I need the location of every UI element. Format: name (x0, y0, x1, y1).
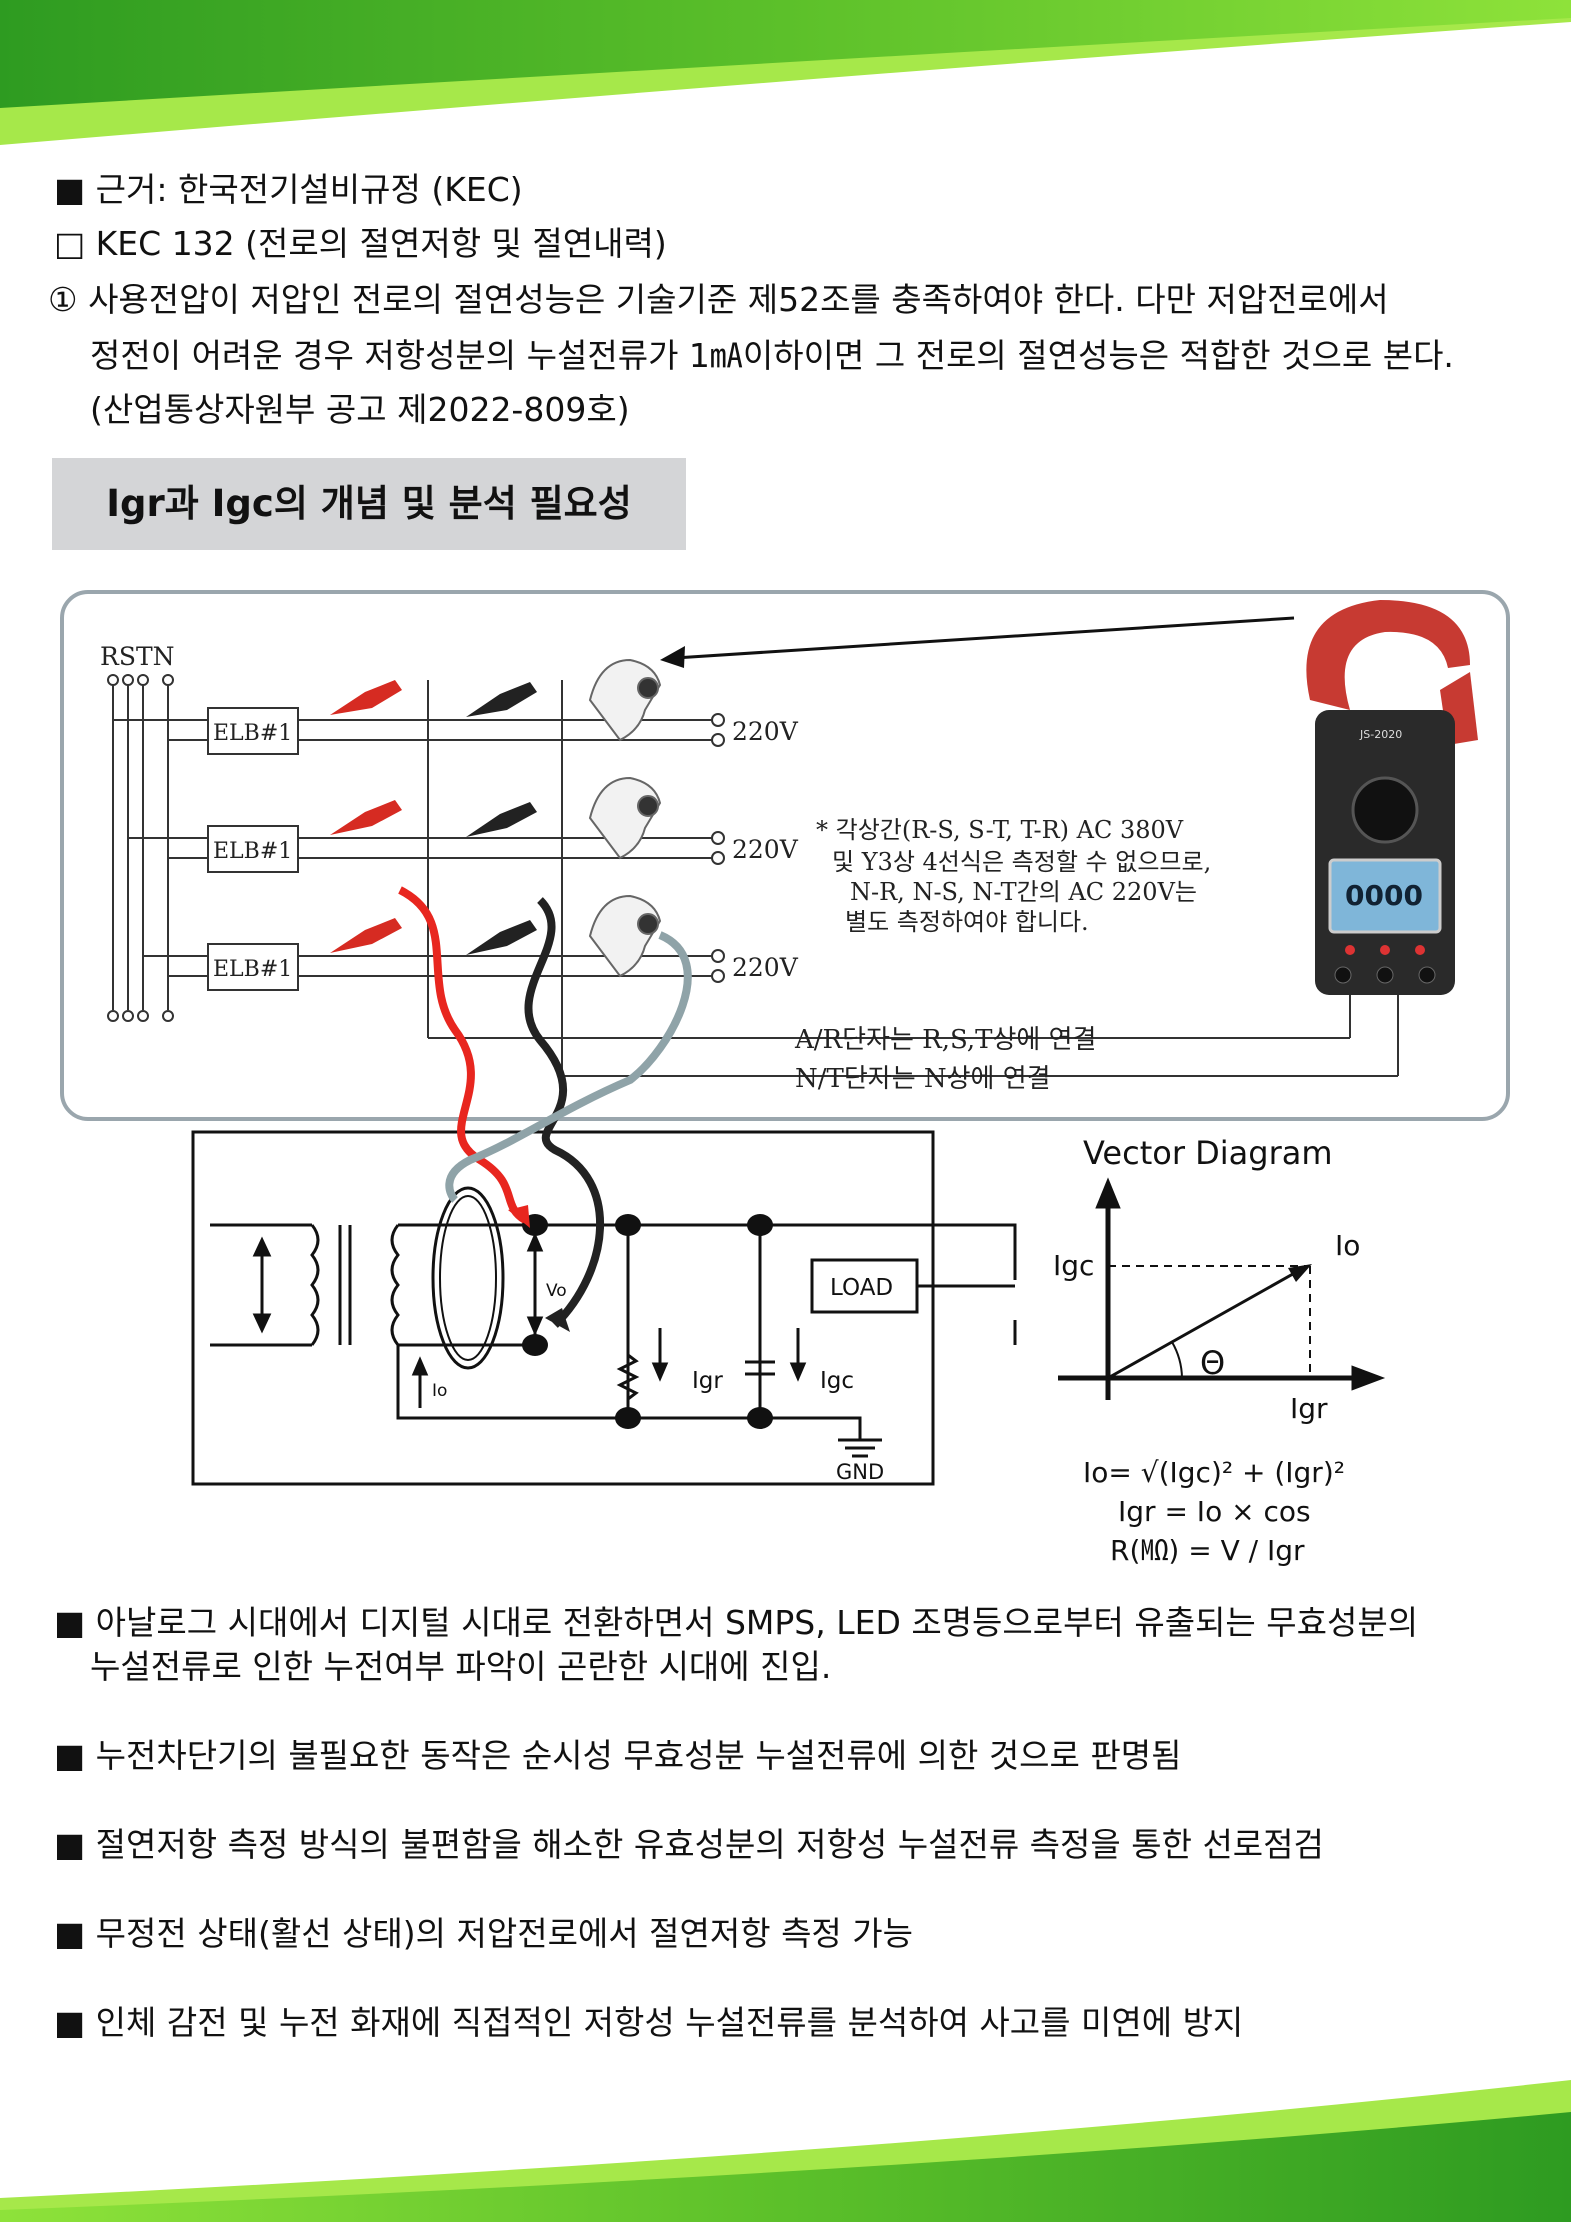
section-title: Igr과 Igc의 개념 및 분석 필요성 (106, 482, 632, 525)
note-line-2: 및 Y3상 4선식은 측정할 수 없으므로, (832, 848, 1211, 876)
bullet-3: ■ 절연저항 측정 방식의 불편함을 해소한 유효성분의 저항성 누설전류 측정… (54, 1825, 1324, 1864)
nt-label: N/T단자는 N상에 연결 (795, 1064, 1051, 1094)
bullet-1-line-2: 누설전류로 인한 누전여부 파악이 곤란한 시대에 진입. (90, 1647, 832, 1686)
igc-label: Igc (820, 1368, 854, 1394)
clause-line-1: ① 사용전압이 저압인 전로의 절연성능은 기술기준 제52조를 충족하여야 한… (48, 280, 1389, 319)
circuit-row-3 (143, 943, 725, 991)
formula-1: Io= √(Igc)² + (Igr)² (1083, 1456, 1345, 1489)
clause-line-3: (산업통상자원부 공고 제2022-809호) (90, 390, 630, 429)
circuit-nodes (522, 1214, 773, 1429)
breaker-label-3: ELB#1 (213, 957, 292, 982)
bus-bars (107, 674, 174, 1022)
clamp-sensor-icon (588, 658, 662, 978)
ct-ring-icon (431, 1186, 505, 1370)
bullet-5: ■ 인체 감전 및 누전 화재에 직접적인 저항성 누설전류를 분석하여 사고를… (54, 2003, 1244, 2042)
note-line-1: * 각상간(R-S, S-T, T-R) AC 380V (816, 816, 1184, 844)
vector-io: Io (1335, 1229, 1360, 1262)
wiring-diagram: RSTN ELB#1 220V ELB#1 220V ELB#1 (60, 590, 1510, 1567)
circuit-row-1 (113, 707, 725, 755)
vector-theta: Θ (1200, 1344, 1225, 1382)
load-label: LOAD (830, 1275, 893, 1301)
circuit-box (191, 1130, 935, 1486)
vector-title: Vector Diagram (1083, 1134, 1333, 1172)
top-banner (0, 0, 1571, 145)
red-clip-icon (330, 680, 402, 953)
vector-igc: Igc (1053, 1249, 1094, 1282)
circuit-row-2 (128, 825, 725, 873)
grey-lead-icon (445, 931, 692, 1203)
capacitor-icon (745, 1360, 775, 1376)
phase-labels: RSTN (100, 642, 175, 671)
red-lead-icon (398, 886, 528, 1224)
vo-label: Vo (546, 1281, 567, 1301)
clamp-meter-icon (1306, 600, 1478, 995)
formula-3: R(㏁) = V / Igr (1110, 1534, 1305, 1567)
black-clip-icon (466, 682, 537, 955)
note-line-4: 별도 측정하여야 합니다. (845, 908, 1089, 936)
io-label: Io (432, 1381, 447, 1401)
diagram-frame (60, 590, 1510, 1121)
vector-igr: Igr (1290, 1392, 1328, 1425)
gnd-label: GND (836, 1460, 884, 1484)
voltage-label-1: 220V (732, 717, 799, 746)
ar-label: A/R단자는 R,S,T상에 연결 (794, 1025, 1096, 1055)
meter-model: JS-2020 (1359, 728, 1402, 741)
breaker-label-2: ELB#1 (213, 839, 292, 864)
voltage-label-2: 220V (732, 835, 799, 864)
meter-display: 0000 (1345, 879, 1423, 912)
bottom-banner (0, 2080, 1571, 2222)
section-title-box: Igr과 Igc의 개념 및 분석 필요성 (52, 458, 686, 550)
breaker-label-1: ELB#1 (213, 721, 292, 746)
resistor-icon (616, 1353, 640, 1401)
note-line-3: N-R, N-S, N-T간의 AC 220V는 (850, 878, 1197, 906)
kec132-line: □ KEC 132 (전로의 절연저항 및 절연내력) (54, 224, 667, 263)
igr-label: Igr (692, 1368, 723, 1394)
voltage-label-3: 220V (732, 953, 799, 982)
basis-line: ■ 근거: 한국전기설비규정 (KEC) (54, 170, 523, 209)
bullet-4: ■ 무정전 상태(활선 상태)의 저압전로에서 절연저항 측정 가능 (54, 1914, 913, 1953)
bullet-1-line-1: ■ 아날로그 시대에서 디지털 시대로 전환하면서 SMPS, LED 조명등으… (54, 1603, 1419, 1642)
formula-2: Igr = Io × cos (1118, 1495, 1311, 1528)
clause-line-2: 정전이 어려운 경우 저항성분의 누설전류가 1㎃이하이면 그 전로의 절연성능… (90, 336, 1454, 375)
io-vector (1107, 1268, 1301, 1380)
transformer-icon (210, 1223, 1017, 1440)
bullet-2: ■ 누전차단기의 불필요한 동작은 순시성 무효성분 누설전류에 의한 것으로 … (54, 1736, 1182, 1775)
